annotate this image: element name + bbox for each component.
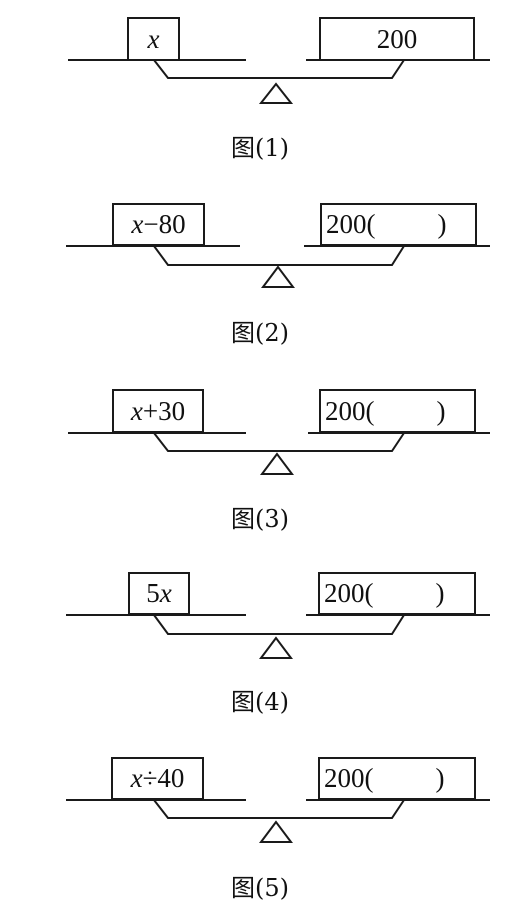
variable: x bbox=[130, 763, 143, 793]
right-weight-box: 200() bbox=[318, 572, 476, 615]
operand: 40 bbox=[157, 763, 185, 793]
beam bbox=[153, 432, 405, 452]
figure-caption: 图(4) bbox=[231, 688, 289, 716]
right-weight-box: 200() bbox=[319, 389, 476, 433]
variable: x bbox=[130, 395, 143, 426]
fulcrum-triangle bbox=[259, 636, 293, 659]
balance-scale-5 bbox=[66, 799, 490, 843]
open-paren: ( bbox=[364, 578, 374, 608]
fulcrum-triangle bbox=[259, 820, 293, 843]
weight-value: 200 bbox=[376, 23, 418, 54]
open-paren: ( bbox=[366, 209, 376, 239]
variable: x bbox=[159, 578, 172, 608]
balance-figure-5: x÷40 200() 图(5) bbox=[0, 732, 520, 915]
open-paren: ( bbox=[364, 763, 374, 793]
figure-caption: 图(3) bbox=[231, 505, 289, 533]
left-weight-box: x−80 bbox=[112, 203, 205, 246]
weight-value: 200 bbox=[326, 209, 367, 239]
close-paren: ) bbox=[435, 763, 445, 793]
balance-scale-4 bbox=[66, 614, 490, 659]
fulcrum-triangle bbox=[258, 82, 294, 104]
weight-value: 200 bbox=[324, 763, 365, 793]
coefficient: 5 bbox=[146, 578, 160, 608]
variable: x bbox=[131, 209, 144, 239]
balance-figure-2: x−80 200() 图(2) bbox=[0, 183, 520, 366]
operand: 80 bbox=[158, 209, 186, 239]
beam bbox=[153, 799, 405, 819]
open-paren: ( bbox=[365, 395, 375, 426]
close-paren: ) bbox=[437, 209, 447, 239]
weight-value: 200 bbox=[324, 578, 365, 608]
balance-figure-1: x 200 图(1) bbox=[0, 0, 520, 183]
weight-value: 200 bbox=[325, 395, 366, 426]
balance-figure-3: x+30 200() 图(3) bbox=[0, 366, 520, 549]
right-weight-box: 200() bbox=[318, 757, 476, 800]
figure-caption: 图(2) bbox=[231, 319, 289, 347]
left-weight-box: x bbox=[127, 17, 180, 61]
left-weight-box: x÷40 bbox=[111, 757, 204, 800]
figure-caption: 图(5) bbox=[231, 874, 289, 902]
beam bbox=[153, 59, 405, 79]
balance-scale-2 bbox=[66, 245, 490, 288]
fulcrum-triangle bbox=[261, 265, 295, 288]
close-paren: ) bbox=[435, 578, 445, 608]
left-weight-box: x+30 bbox=[112, 389, 204, 433]
right-weight-box: 200 bbox=[319, 17, 475, 61]
close-paren: ) bbox=[436, 395, 446, 426]
variable: x bbox=[147, 23, 160, 54]
balance-scale-3 bbox=[68, 432, 490, 475]
operator: − bbox=[143, 209, 159, 239]
operator: + bbox=[142, 395, 159, 426]
beam bbox=[153, 245, 405, 266]
operand: 30 bbox=[158, 395, 186, 426]
operator: ÷ bbox=[142, 763, 158, 793]
beam bbox=[153, 614, 405, 635]
right-weight-box: 200() bbox=[320, 203, 477, 246]
figure-caption: 图(1) bbox=[231, 134, 289, 162]
fulcrum-triangle bbox=[260, 452, 294, 475]
